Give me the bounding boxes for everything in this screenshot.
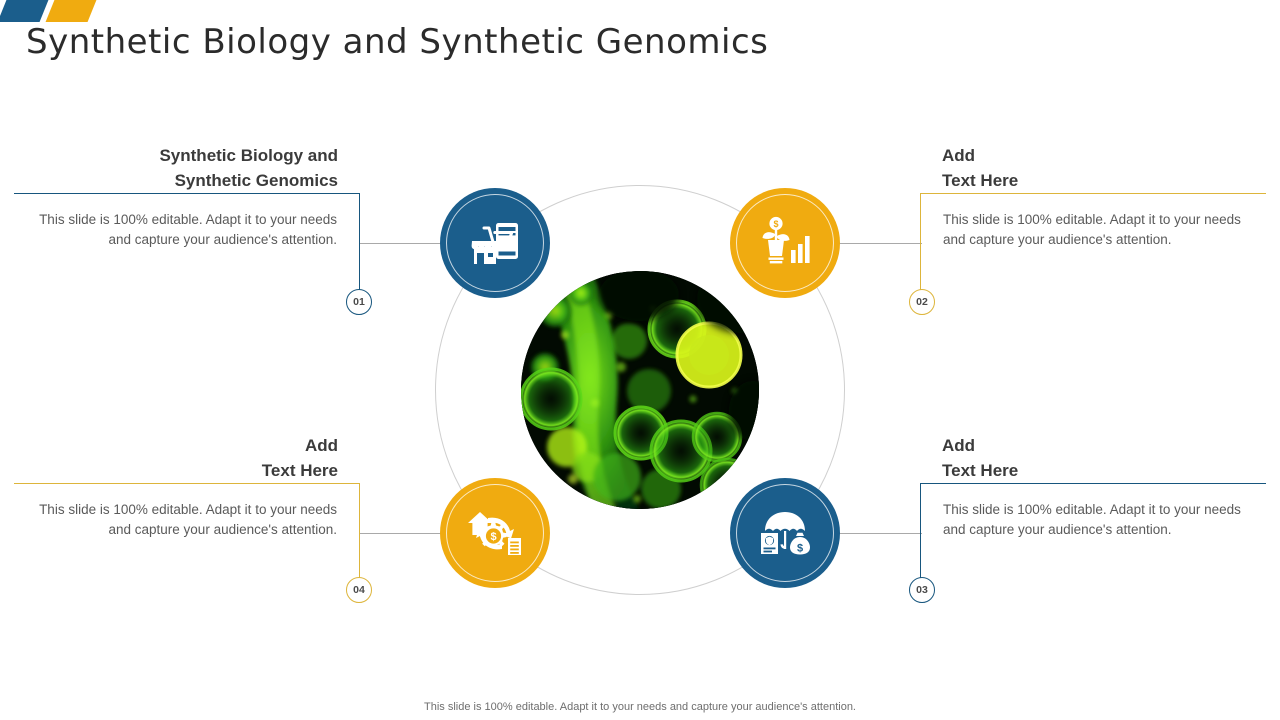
brand-logo [0, 0, 97, 22]
text-block-02: Add Text Here This slide is 100% editabl… [920, 143, 1266, 311]
connector-line-04 [360, 533, 442, 534]
node-circle-03[interactable]: $ [730, 478, 840, 588]
logo-parallelogram-gold [45, 0, 97, 22]
step-badge-03[interactable]: 03 [909, 577, 935, 603]
svg-text:$: $ [773, 219, 778, 229]
text-block-03: Add Text Here This slide is 100% editabl… [920, 433, 1266, 601]
node-circle-01[interactable] [440, 188, 550, 298]
node-circle-04[interactable]: $ [440, 478, 550, 588]
block-heading-03: Add Text Here [942, 436, 1019, 480]
step-badge-02[interactable]: 02 [909, 289, 935, 315]
text-block-01: Synthetic Biology and Synthetic Genomics… [14, 143, 360, 311]
text-block-04: Add Text Here This slide is 100% editabl… [14, 433, 360, 601]
block-frame-02: This slide is 100% editable. Adapt it to… [920, 193, 1266, 311]
page-title: Synthetic Biology and Synthetic Genomics [26, 22, 769, 62]
block-body-01: This slide is 100% editable. Adapt it to… [39, 212, 337, 247]
block-frame-04: This slide is 100% editable. Adapt it to… [14, 483, 360, 601]
money-plant-growth-chart-icon: $ [762, 216, 810, 264]
block-body-03: This slide is 100% editable. Adapt it to… [943, 502, 1241, 537]
svg-text:$: $ [797, 543, 803, 555]
orbit-ring [435, 185, 845, 595]
connector-line-02 [838, 243, 922, 244]
node-circle-02[interactable]: $ [730, 188, 840, 298]
insurance-umbrella-policy-icon: $ [761, 512, 810, 555]
connector-line-03 [838, 533, 922, 534]
block-frame-03: This slide is 100% editable. Adapt it to… [920, 483, 1266, 601]
ecommerce-store-mobile-cart-icon [471, 223, 518, 264]
block-heading-02: Add Text Here [942, 146, 1019, 190]
step-badge-04[interactable]: 04 [346, 577, 372, 603]
footer-note: This slide is 100% editable. Adapt it to… [424, 701, 856, 713]
connector-line-01 [360, 243, 442, 244]
logo-parallelogram-blue [0, 0, 49, 22]
block-heading-01: Synthetic Biology and Synthetic Genomics [159, 146, 338, 190]
svg-text:$: $ [490, 531, 496, 543]
block-frame-01: This slide is 100% editable. Adapt it to… [14, 193, 360, 311]
home-refinance-gear-icon: $ [468, 512, 521, 555]
block-body-02: This slide is 100% editable. Adapt it to… [943, 212, 1241, 247]
block-heading-04: Add Text Here [261, 436, 338, 480]
step-badge-01[interactable]: 01 [346, 289, 372, 315]
block-body-04: This slide is 100% editable. Adapt it to… [39, 502, 337, 537]
center-image [521, 271, 759, 509]
